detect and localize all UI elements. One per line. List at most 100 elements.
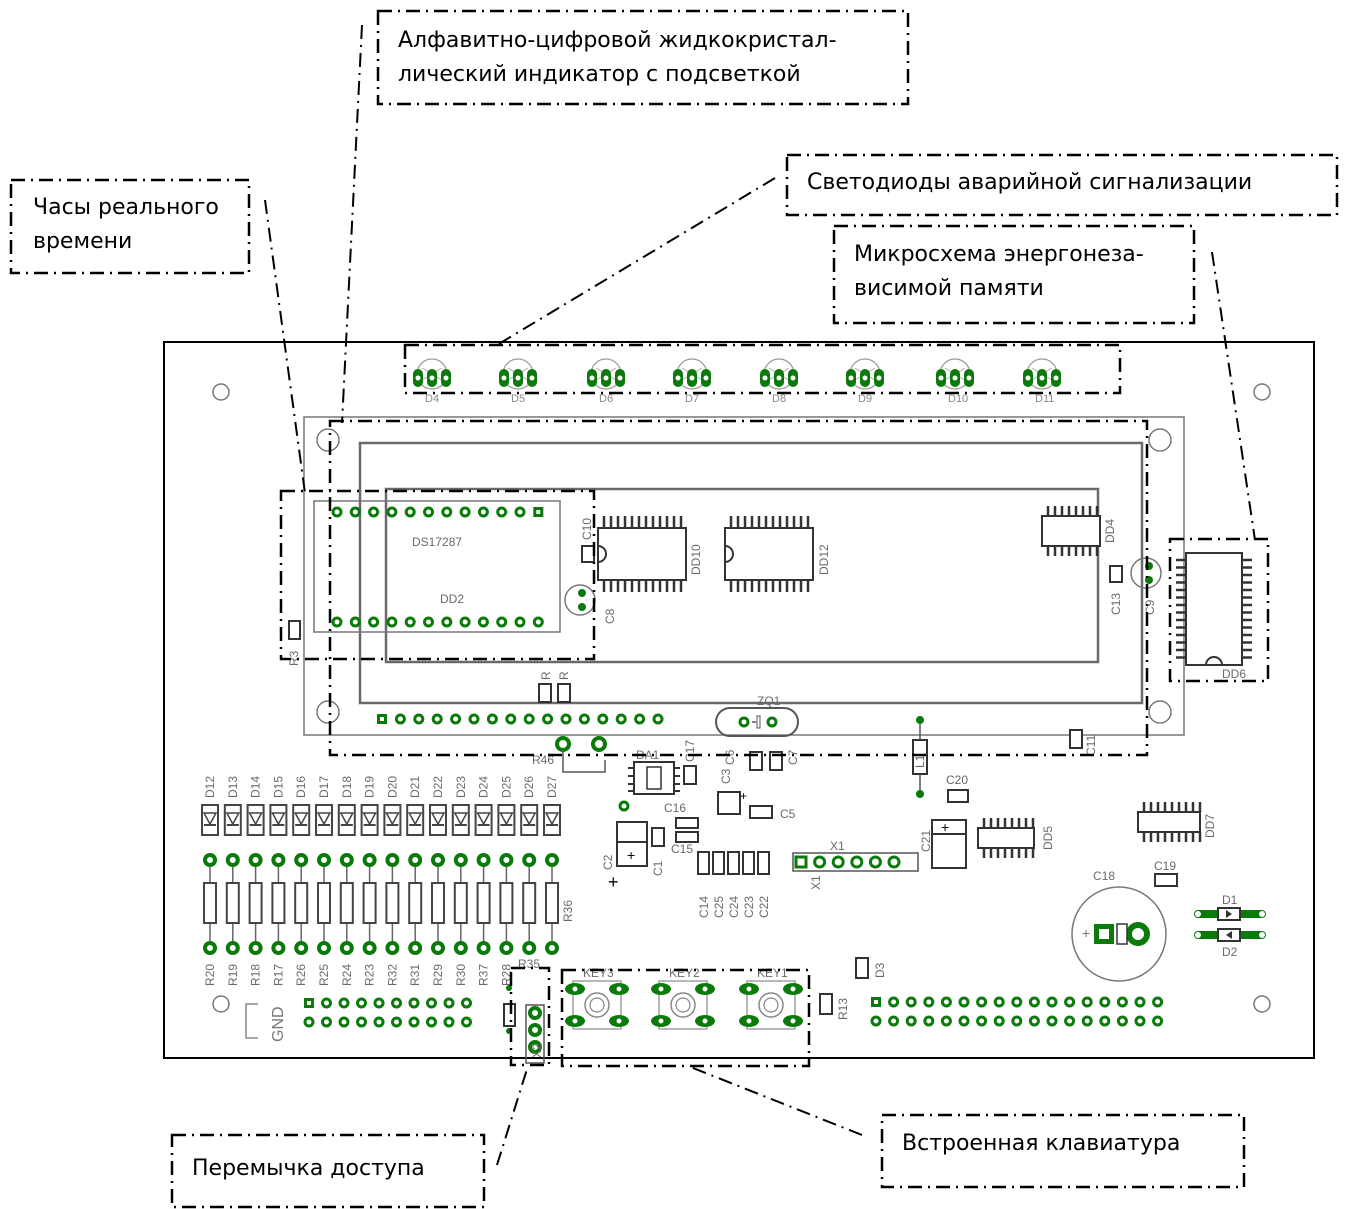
- gnd-label: GND: [270, 1006, 287, 1042]
- c18-label: C18: [1093, 869, 1115, 883]
- dd7-label: DD7: [1203, 814, 1217, 838]
- callout-keyboard-line1: Встроенная клавиатура: [902, 1131, 1181, 1156]
- resistor-label: R31: [408, 964, 422, 986]
- bottom-left-connector: [303, 997, 472, 1028]
- diode-label: D12: [203, 776, 217, 798]
- callout-jumper-line1: Перемычка доступа: [192, 1156, 425, 1181]
- resistor-label: R24: [340, 964, 354, 986]
- key-label: KEY2: [669, 966, 700, 980]
- c10-label: C10: [580, 518, 594, 540]
- c13-label: C13: [1109, 593, 1123, 615]
- svg-text:+: +: [1082, 925, 1090, 941]
- capacitor-c18: + C18: [1071, 869, 1167, 982]
- diode-label: D20: [385, 776, 399, 798]
- callout-nvram-line1: Микросхема энергонеза-: [854, 242, 1144, 267]
- dd4-label: DD4: [1103, 519, 1117, 543]
- c3-label: C3: [719, 768, 733, 784]
- led-label: D6: [599, 393, 613, 405]
- x1-label-top: X1: [830, 839, 845, 853]
- callout-frame-rtc: [9, 178, 251, 275]
- led-d9: D9: [846, 358, 884, 405]
- cap-label: C22: [757, 896, 771, 918]
- dd6-label: DD6: [1222, 667, 1246, 681]
- resistor: R17: [271, 853, 286, 986]
- key-key1[interactable]: KEY1: [739, 966, 803, 1030]
- diode-d25: D25: [497, 776, 516, 836]
- c9-label: C9: [1143, 599, 1157, 615]
- resistor: [522, 853, 537, 955]
- cap-label: C23: [742, 896, 756, 918]
- svg-text:+: +: [740, 789, 747, 803]
- resistor-label: R26: [294, 964, 308, 986]
- svg-text:+: +: [608, 872, 619, 892]
- diode-d17: D17: [315, 776, 333, 836]
- resistor: [545, 853, 559, 955]
- resistor-label: R37: [477, 964, 491, 986]
- led-d8: D8: [760, 358, 798, 405]
- diode-d18: D18: [337, 776, 356, 836]
- resistor: R19: [225, 853, 240, 986]
- c20-label: C20: [946, 773, 968, 787]
- resistor-label: R17: [271, 964, 285, 986]
- diode-label: D14: [249, 776, 263, 798]
- diode-label: D15: [271, 776, 285, 798]
- resistor-label: R32: [385, 964, 399, 986]
- c17-label: C17: [683, 740, 697, 762]
- c19-label: C19: [1154, 859, 1176, 873]
- cap-label: C25: [712, 896, 726, 918]
- led-label: D7: [685, 393, 699, 405]
- diode-label: D21: [408, 776, 422, 798]
- callout-frame-jumper: [170, 1133, 486, 1209]
- lcd-connector: [377, 713, 664, 725]
- c8-label: C8: [603, 608, 617, 624]
- callout-rtc-line2: времени: [33, 229, 133, 254]
- resistor-label: R19: [226, 964, 240, 986]
- frame-alarm-leds: [403, 343, 1122, 395]
- key-key3[interactable]: KEY3: [565, 966, 629, 1030]
- led-d5: D5: [499, 358, 537, 405]
- r36-label: R36: [561, 900, 575, 922]
- resistor: R26: [294, 853, 309, 986]
- diode-label: D24: [477, 776, 491, 798]
- c6-label: C6: [723, 749, 737, 765]
- r-a-label: R: [539, 671, 553, 680]
- diode-d16: D16: [292, 776, 311, 836]
- capacitor-c21: + C21: [919, 819, 967, 869]
- zq1-label: ZQ1: [757, 694, 781, 708]
- diode-label: D16: [294, 776, 308, 798]
- diode-d26: D26: [520, 776, 539, 836]
- callout-frame-lcd: [376, 9, 910, 106]
- lcd-module: [303, 416, 1185, 736]
- inductor-l1: L1: [912, 716, 928, 798]
- resistor-label: R29: [431, 964, 445, 986]
- rtc-chip-label: DS17287: [412, 535, 462, 549]
- callout-nvram-line2: висимой памяти: [854, 276, 1044, 301]
- resistor: R29: [431, 853, 445, 986]
- diode-label: D23: [454, 776, 468, 798]
- diode-label: D17: [317, 776, 331, 798]
- l1-label: L1: [913, 754, 927, 768]
- diode-d24: D24: [474, 776, 493, 836]
- r-b-label: R: [557, 671, 571, 680]
- dd12-label: DD12: [817, 544, 831, 575]
- chip-dd4: DD4: [1041, 506, 1117, 556]
- key-key2[interactable]: KEY2: [651, 966, 715, 1030]
- mounting-holes: [212, 383, 1271, 1013]
- led-label: D4: [425, 393, 439, 405]
- resistor: R20: [203, 853, 217, 986]
- callout-alarm-leds-line1: Светодиоды аварийной сигнализации: [807, 170, 1253, 195]
- led-d6: D6: [587, 358, 625, 405]
- frame-jumper: [509, 966, 551, 1067]
- diode-d20: D20: [383, 776, 402, 836]
- resistor: R24: [339, 853, 354, 986]
- resistor: R18: [248, 853, 263, 986]
- diode-d14: D14: [246, 776, 265, 836]
- da1-label: DA1: [636, 748, 660, 762]
- resistor: R32: [385, 853, 400, 986]
- diode-d19: D19: [360, 776, 379, 836]
- chip-dd6: DD6: [1176, 552, 1252, 681]
- chip-dd12: DD12: [724, 516, 831, 592]
- c15-label: C15: [671, 842, 693, 856]
